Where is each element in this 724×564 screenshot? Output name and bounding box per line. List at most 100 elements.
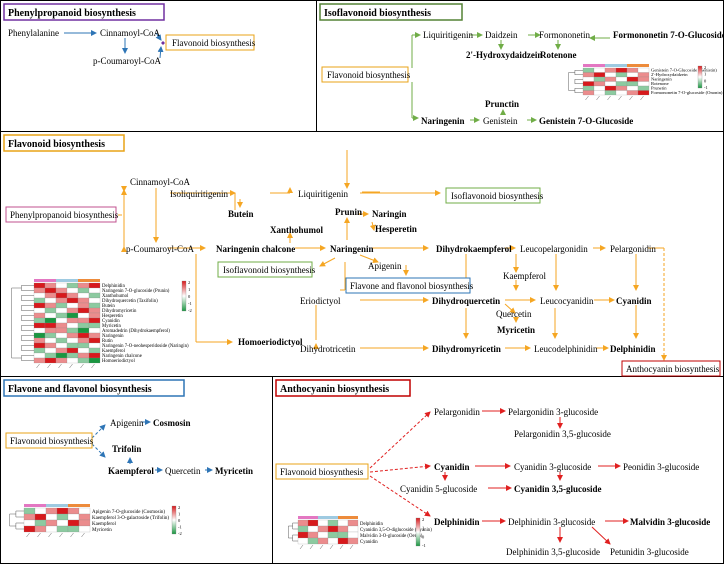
- heatmap-row-label: Delphinidin: [360, 522, 384, 527]
- heatmap-cell: [327, 537, 339, 545]
- heatmap-cell: [44, 292, 57, 299]
- node-naringenin-iso: Naringenin: [421, 116, 465, 126]
- node-cinnamoyl-coa-flav: Cinnamoyl-CoA: [130, 177, 190, 187]
- heatmap-cell: [317, 519, 329, 527]
- heatmap-cell: [77, 307, 90, 314]
- heatmap-cell: [77, 312, 90, 319]
- legend-tick-label: 1: [188, 287, 190, 292]
- node-dihydroquercetin: Dihydroquercetin: [432, 296, 500, 306]
- box-flavonoid-biosynthesis-flavone: [5, 432, 93, 449]
- heatmap-cell: [33, 302, 46, 309]
- column-tick: [69, 363, 73, 369]
- heatmap-row-label: Cyanidin: [360, 540, 378, 545]
- node-delphinidin-3-glucoside: Delphinidin 3-glucoside: [508, 517, 595, 527]
- group-bar-segment: [57, 504, 68, 507]
- heatmap-cell: [34, 513, 47, 521]
- heatmap-cell: [34, 519, 47, 527]
- heatmap-cell: [55, 292, 68, 299]
- node-apigenin-flav: Apigenin: [368, 261, 402, 271]
- heatmap-cell: [297, 537, 309, 545]
- node-phenylalanine: Phenylalanine: [8, 28, 59, 38]
- node-pelargonidin-flav: Pelargonidin: [610, 244, 656, 254]
- heatmap-row-label: Naringenin: [651, 77, 672, 82]
- node-myricetin-flavone: Myricetin: [215, 466, 253, 476]
- node-leucopelargonidin: Leucopelargonidin: [520, 244, 588, 254]
- heatmap-cell: [297, 525, 309, 533]
- dendrogram-branch: [21, 355, 34, 361]
- heatmap-row-label: Naringenin 7-O-glucoside (Prunin): [102, 289, 170, 294]
- heatmap-row-label: Kaempferol: [92, 522, 116, 527]
- heatmap-cell: [67, 513, 80, 521]
- legend-tick-label: 2: [178, 505, 180, 510]
- dendrogram-branch: [574, 88, 583, 93]
- legend-tick-label: 0: [188, 294, 191, 299]
- heatmap-row-label: Butein: [102, 304, 115, 309]
- node-xanthohumol: Xanthohumol: [270, 225, 324, 235]
- heatmap-row-label: Cyanidin 3,5-O-diglucoside (Cyanin): [360, 528, 432, 533]
- column-tick: [70, 532, 74, 538]
- heatmap-row-label: Dihydromyricetin: [102, 309, 137, 314]
- heatmap-cell: [582, 85, 595, 91]
- heatmap-cell: [637, 76, 650, 82]
- heatmap-cell: [44, 347, 57, 354]
- heatmap-cell: [88, 317, 101, 324]
- heatmap-cell: [77, 332, 90, 339]
- node-kaempferol-flav: Kaempferol: [503, 271, 546, 281]
- node-hydroxydaidzein: 2'-Hydroxydaidzein: [466, 50, 542, 60]
- heatmap-cell: [582, 76, 595, 82]
- heatmap-cell: [88, 312, 101, 319]
- title-box-flav: [3, 134, 125, 152]
- heatmap-cell: [582, 90, 595, 96]
- node-delphinidin-flav: Delphinidin: [610, 344, 656, 354]
- heatmap-cell: [66, 337, 79, 344]
- group-bar-segment: [89, 279, 100, 282]
- heatmap-cell: [44, 352, 57, 359]
- column-tick: [309, 544, 314, 550]
- node-malvidin-3-glucoside: Malvidin 3-glucoside: [630, 517, 710, 527]
- heatmap-cell: [33, 312, 46, 319]
- heatmap-cell: [45, 513, 58, 521]
- heatmap-cell: [78, 507, 91, 515]
- heatmap-cell: [77, 282, 90, 289]
- heatmap-cell: [55, 352, 68, 359]
- heatmap-row-label: Hesperetin: [102, 314, 123, 319]
- heatmap-row-label: Myricetin: [102, 324, 122, 329]
- heatmap-cell: [55, 317, 68, 324]
- heatmap-cell: [55, 322, 68, 329]
- heatmap-cell: [615, 85, 628, 91]
- heatmap-cell: [44, 302, 57, 309]
- heatmap-cell: [615, 72, 628, 78]
- heatmap-row-label: Homoeriodictyol: [102, 359, 135, 364]
- heatmap-cell: [88, 322, 101, 329]
- heatmap-cell: [77, 327, 90, 334]
- heatmap-cell: [582, 81, 595, 87]
- heatmap-cell: [56, 525, 69, 533]
- heatmap-cell: [604, 67, 617, 73]
- group-bar-segment: [298, 516, 308, 519]
- heatmap-cell: [604, 72, 617, 78]
- heatmap-row-label: Aromadedrin (Dihydrokaempferol): [102, 329, 170, 334]
- group-bar-segment: [56, 279, 67, 282]
- dendrogram-root: [11, 287, 22, 359]
- group-bar-segment: [594, 64, 605, 67]
- box-phenylpropanoid-flav: [5, 206, 117, 223]
- heatmap-cell: [88, 342, 101, 349]
- node-peonidin-3-glucoside: Peonidin 3-glucoside: [623, 462, 699, 472]
- column-tick: [26, 532, 30, 538]
- heatmap-cell: [55, 282, 68, 289]
- box-isoflavonoid-1: [445, 187, 541, 204]
- legend-tick-label: 0: [704, 78, 707, 83]
- heatmap-cell: [66, 322, 79, 329]
- heatmap-cell: [88, 302, 101, 309]
- title-box-antho: [275, 379, 411, 397]
- heatmap-cell: [626, 90, 639, 96]
- heatmap-cell: [637, 67, 650, 73]
- title-phenylpropanoid: Phenylpropanoid biosynthesis: [8, 8, 136, 19]
- node-quercetin-flav: Quercetin: [496, 309, 532, 319]
- column-tick: [81, 532, 85, 538]
- heatmap-cell: [327, 531, 339, 539]
- heatmap-cell: [33, 337, 46, 344]
- node-pelargonidin-35-glucoside: Pelargonidin 3,5-glucoside: [514, 429, 611, 439]
- group-bar-segment: [308, 516, 318, 519]
